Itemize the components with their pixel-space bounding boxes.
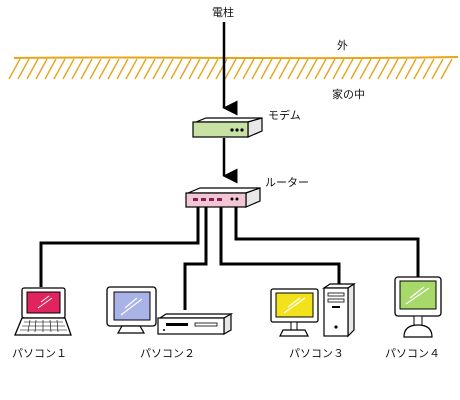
hatch-stroke [80, 58, 93, 80]
pc3-label: パソコン３ [289, 347, 344, 360]
router-device [185, 187, 261, 208]
hatch-stroke [152, 58, 165, 80]
hatch-stroke [323, 58, 336, 80]
hatch-stroke [413, 58, 426, 80]
modem-device [192, 117, 263, 138]
ground-hatching [8, 58, 453, 80]
hatch-stroke [116, 58, 129, 80]
modem-label: モデム [268, 108, 301, 122]
hatch-stroke [440, 58, 453, 80]
hatch-stroke [368, 58, 381, 80]
hatch-stroke [125, 58, 138, 80]
router-ports [193, 198, 222, 201]
hatch-stroke [206, 58, 219, 80]
hatch-stroke [170, 58, 183, 80]
cable-pc4 [234, 207, 420, 278]
tower-computer [270, 282, 356, 338]
router-label: ルーター [265, 176, 309, 189]
network-cables [39, 207, 420, 310]
hatch-stroke [251, 58, 264, 80]
imac-computer [394, 276, 442, 338]
laptop-computer [14, 287, 72, 336]
hatch-stroke [233, 58, 246, 80]
hatch-stroke [62, 58, 75, 80]
pole-label: 電柱 [212, 5, 234, 19]
hatch-stroke [53, 58, 66, 80]
hatch-stroke [107, 58, 120, 80]
hatch-stroke [269, 58, 282, 80]
hatch-stroke [44, 58, 57, 80]
pc2-label: パソコン２ [140, 347, 195, 360]
hatch-stroke [305, 58, 318, 80]
hatch-stroke [17, 58, 30, 80]
hatch-stroke [8, 58, 21, 80]
hatch-stroke [287, 58, 300, 80]
hatch-stroke [350, 58, 363, 80]
hatch-stroke [260, 58, 273, 80]
ground-boundary [8, 56, 459, 80]
hatch-stroke [395, 58, 408, 80]
hatch-stroke [314, 58, 327, 80]
pc1-label: パソコン１ [12, 347, 67, 360]
hatch-stroke [215, 58, 228, 80]
hatch-stroke [377, 58, 390, 80]
hatch-stroke [341, 58, 354, 80]
cable-pc3 [219, 207, 341, 287]
hatch-stroke [26, 58, 39, 80]
inside-label: 家の中 [332, 87, 365, 101]
hatch-stroke [359, 58, 372, 80]
hatch-stroke [35, 58, 48, 80]
hatch-stroke [386, 58, 399, 80]
hatch-stroke [404, 58, 417, 80]
hatch-stroke [134, 58, 147, 80]
desktop-computer [106, 286, 234, 336]
pc4-label: パソコン４ [385, 347, 440, 360]
hatch-stroke [332, 58, 345, 80]
hatch-stroke [422, 58, 435, 80]
hatch-stroke [197, 58, 210, 80]
hatch-stroke [242, 58, 255, 80]
hatch-stroke [161, 58, 174, 80]
hatch-stroke [143, 58, 156, 80]
cable-pc2 [183, 207, 208, 310]
hatch-stroke [188, 58, 201, 80]
hatch-stroke [179, 58, 192, 80]
cable-pc1 [39, 207, 200, 287]
hatch-stroke [431, 58, 444, 80]
hatch-stroke [89, 58, 102, 80]
hatch-stroke [224, 58, 237, 80]
hatch-stroke [71, 58, 84, 80]
outside-label: 外 [337, 39, 348, 52]
hatch-stroke [278, 58, 291, 80]
hatch-stroke [296, 58, 309, 80]
hatch-stroke [98, 58, 111, 80]
